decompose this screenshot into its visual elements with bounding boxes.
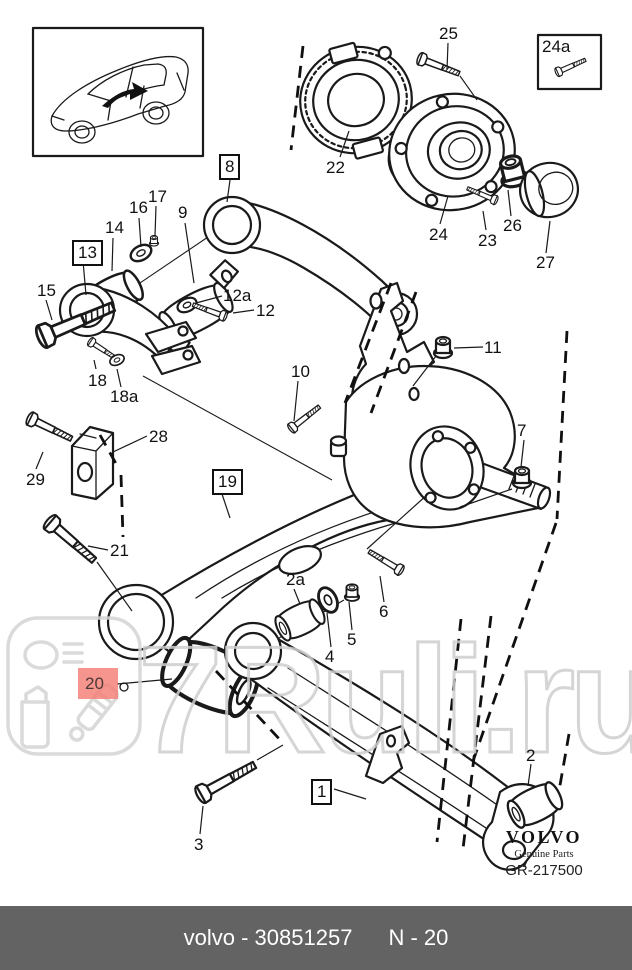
exploded-parts-drawing: 7Ruli.ru	[6, 26, 632, 871]
nut-5	[343, 583, 361, 602]
inset-box-24a	[536, 33, 603, 91]
rear-axle-arrow-icon	[102, 82, 148, 108]
callout-12: 12	[256, 301, 275, 320]
hub-bolt-25	[414, 51, 463, 81]
callout-6: 6	[379, 602, 389, 621]
callout-29: 29	[26, 470, 45, 489]
callout-19: 19	[212, 469, 243, 495]
callout-11: 11	[484, 338, 502, 357]
callout-8: 8	[219, 154, 241, 180]
callout-4: 4	[325, 647, 335, 666]
callout-1: 1	[311, 779, 333, 805]
footer-bar: volvo - 30851257 N - 20	[0, 906, 632, 970]
footer-ref-number: N - 20	[388, 925, 449, 950]
callout-15: 15	[37, 281, 56, 300]
watermark: 7Ruli.ru	[6, 614, 632, 787]
callout-21: 21	[110, 541, 129, 560]
bolt-29	[23, 410, 76, 446]
callout-23: 23	[478, 231, 497, 250]
bracket-28	[70, 425, 115, 501]
nut-17	[148, 234, 160, 247]
callout-13: 13	[72, 240, 103, 266]
callout-17: 17	[148, 187, 167, 206]
watermark-logo-icon	[20, 640, 119, 749]
callout-leader-lines	[35, 42, 551, 835]
genuine-parts-stamp: VOLVO Genuine Parts GR-217500	[484, 827, 604, 879]
bolt-10	[285, 401, 324, 435]
volvo-wordmark: VOLVO	[505, 827, 583, 847]
callout-24a: 24a	[542, 37, 571, 56]
callout-20: 20	[78, 668, 118, 699]
callout-16: 16	[129, 198, 148, 217]
callout-28: 28	[149, 427, 168, 446]
car-location-inset	[31, 26, 205, 158]
dashed-assembly-lines	[98, 45, 571, 850]
callout-22: 22	[326, 158, 345, 177]
footer-part-number: volvo - 30851257	[183, 925, 353, 950]
callout-9: 9	[178, 203, 188, 222]
callout-24: 24	[429, 225, 448, 244]
dust-cap-27	[519, 161, 579, 219]
callout-3: 3	[194, 835, 204, 854]
nut-11	[432, 335, 454, 360]
callout-18a: 18a	[110, 387, 139, 406]
abs-reluctor-ring	[299, 41, 413, 160]
callout-2a: 2a	[286, 570, 305, 589]
trailing-arm-knuckle	[97, 281, 552, 661]
callout-10: 10	[291, 362, 310, 381]
wheel-hub	[387, 92, 516, 212]
stamp-code: GR-217500	[505, 862, 583, 879]
bolt-6	[365, 545, 407, 578]
callout-7: 7	[517, 421, 527, 440]
watermark-text: 7Ruli.ru	[138, 615, 632, 785]
callout-27: 27	[536, 253, 555, 272]
nut-7	[511, 465, 533, 490]
callout-5: 5	[347, 630, 357, 649]
callout-18: 18	[88, 371, 107, 390]
stamp-subtitle: Genuine Parts	[514, 849, 574, 860]
callout-14: 14	[105, 218, 124, 237]
callout-25: 25	[439, 24, 458, 43]
bolt-21	[40, 512, 101, 569]
callout-12a: 12a	[223, 286, 252, 305]
callout-2: 2	[526, 746, 536, 765]
callout-26: 26	[503, 216, 522, 235]
